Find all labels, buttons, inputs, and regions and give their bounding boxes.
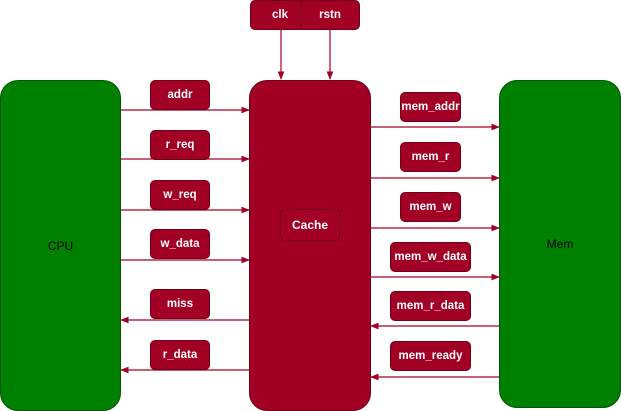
mem-block: Mem bbox=[499, 80, 621, 408]
cpu-label: CPU bbox=[47, 238, 74, 253]
cache-block bbox=[249, 80, 371, 411]
r_req-signal: r_req bbox=[150, 130, 210, 160]
mem_w_data-signal: mem_w_data bbox=[390, 242, 471, 272]
cache-label: Cache bbox=[280, 209, 340, 241]
mem_r-signal: mem_r bbox=[400, 142, 461, 172]
mem_w-signal: mem_w bbox=[400, 192, 461, 222]
w_data-signal: w_data bbox=[150, 229, 210, 259]
w_req-signal: w_req bbox=[150, 180, 210, 210]
mem_addr-signal: mem_addr bbox=[400, 92, 461, 122]
rstn-signal: rstn bbox=[300, 0, 360, 30]
mem_r_data-signal: mem_r_data bbox=[390, 291, 471, 321]
cpu-block: CPU bbox=[0, 80, 121, 411]
miss-signal: miss bbox=[150, 289, 210, 319]
r_data-signal: r_data bbox=[150, 340, 210, 370]
mem_ready-signal: mem_ready bbox=[390, 341, 471, 371]
addr-signal: addr bbox=[150, 80, 210, 110]
mem-label: Mem bbox=[546, 237, 574, 251]
